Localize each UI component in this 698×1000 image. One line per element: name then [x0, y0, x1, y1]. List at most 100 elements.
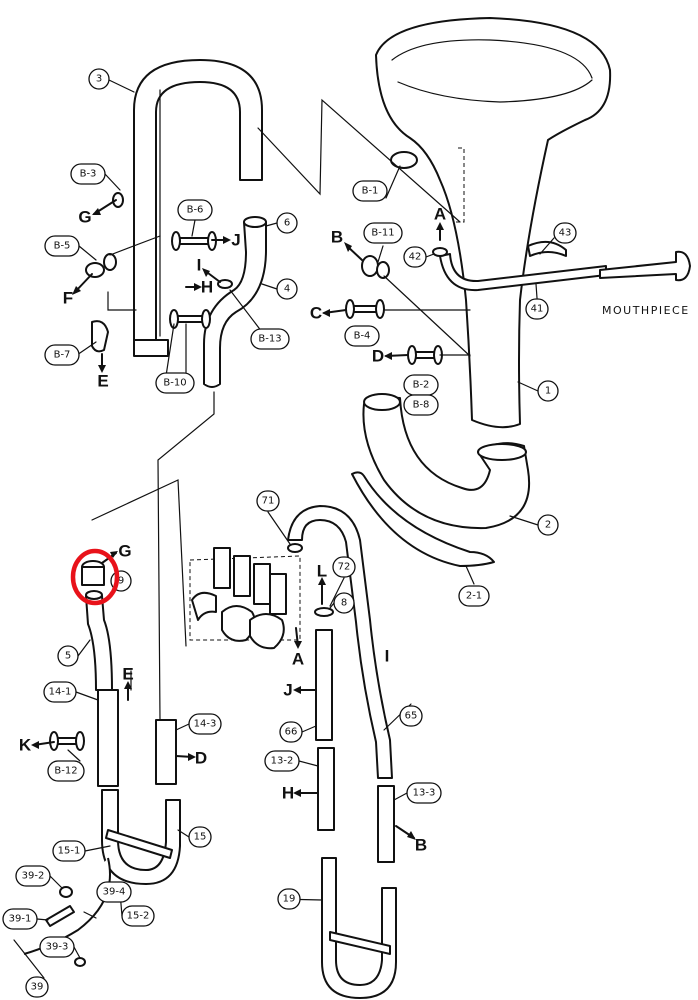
part-callout-text: 39-2 — [22, 871, 45, 882]
part-callout-bubble — [553, 222, 577, 244]
part-callouts: 3B-3B-66B-54B-13B-7B-10B-1B-11424341B-4B… — [2, 68, 577, 998]
part-callout-71: 71 — [256, 490, 280, 512]
connection-letter-k: K — [19, 736, 32, 755]
part-callout-text: 13-3 — [413, 788, 436, 799]
part-callout-13-3: 13-3 — [406, 782, 442, 804]
part-callout-text: 5 — [65, 651, 71, 662]
part-callout-39-2: 39-2 — [15, 865, 51, 887]
part-callout-text: 39-1 — [9, 914, 32, 925]
part-callout-bubble — [177, 199, 213, 221]
left-slide-part — [23, 560, 181, 955]
part-callout-6: 6 — [276, 212, 298, 234]
part-callout-bubble — [88, 68, 110, 90]
part-callout-bubble — [15, 865, 51, 887]
part-callout-text: 2-1 — [466, 591, 482, 602]
bell-part — [375, 17, 612, 429]
connection-letter-b: B — [331, 228, 343, 247]
connection-letter-h: H — [282, 784, 294, 803]
part-callout-text: 13-2 — [271, 756, 294, 767]
part-callout-text: 14-1 — [49, 687, 72, 698]
part-callout-15: 15 — [188, 826, 212, 848]
part-callout-15-2: 15-2 — [121, 905, 155, 927]
part-callout-text: 71 — [262, 496, 275, 507]
part-callout-15-1: 15-1 — [52, 840, 86, 862]
connection-letter-e: E — [97, 372, 108, 391]
part-callout-B-4: B-4 — [344, 325, 380, 347]
part-callout-bubble — [332, 556, 356, 578]
part-callout-bubble — [70, 163, 106, 185]
part-callout-text: 43 — [559, 228, 572, 239]
part-callout-bubble — [25, 976, 49, 998]
part-callout-bubble — [2, 908, 38, 930]
part-callout-bubble — [333, 592, 355, 614]
connection-letter-a: A — [292, 650, 304, 669]
part-callout-B-7: B-7 — [44, 344, 80, 366]
leader-lines — [13, 79, 555, 979]
part-callout-text: 15-1 — [58, 846, 81, 857]
part-callout-39: 39 — [25, 976, 49, 998]
connection-letter-j: J — [231, 231, 240, 250]
part-callout-bubble — [525, 298, 549, 320]
part-callout-text: 72 — [338, 562, 351, 573]
part-callout-65: 65 — [399, 705, 423, 727]
part-callout-bubble — [52, 840, 86, 862]
part-callout-5: 5 — [57, 645, 79, 667]
connection-letter-a: A — [434, 205, 446, 224]
part-callout-bubble — [352, 180, 388, 202]
part-callout-B-8: B-8 — [403, 394, 439, 416]
part-callout-bubble — [276, 212, 298, 234]
part-callout-bubble — [250, 328, 290, 350]
part-callout-text: 6 — [284, 218, 290, 229]
part-callout-bubble — [363, 222, 403, 244]
part-callout-text: 66 — [285, 727, 298, 738]
part-callout-3: 3 — [88, 68, 110, 90]
part-callout-text: 1 — [545, 386, 551, 397]
part-callout-text: B-11 — [371, 228, 394, 239]
part-callout-2: 2 — [537, 514, 559, 536]
part-callout-bubble — [276, 278, 298, 300]
connection-letter-c: C — [310, 304, 322, 323]
part-callout-B-1: B-1 — [352, 180, 388, 202]
part-callout-39-4: 39-4 — [96, 881, 132, 903]
part-callout-bubble — [537, 380, 559, 402]
part-callout-bubble — [264, 750, 300, 772]
highlight-circle — [70, 548, 120, 606]
part-callout-B-3: B-3 — [70, 163, 106, 185]
part-callout-bubble — [47, 760, 85, 782]
part-callout-bubble — [344, 325, 380, 347]
connection-letter-i: I — [385, 647, 390, 666]
part-callout-66: 66 — [279, 721, 303, 743]
part-callout-B-2: B-2 — [403, 374, 439, 396]
part-callout-text: 15-2 — [127, 911, 150, 922]
part-callout-bubble — [155, 372, 195, 394]
part-callout-2-1: 2-1 — [458, 585, 490, 607]
part-callout-text: 4 — [284, 284, 290, 295]
part-callout-text: 2 — [545, 520, 551, 531]
connection-letter-e: E — [122, 665, 133, 684]
connection-letter-h: H — [201, 278, 213, 297]
part-callout-8: 8 — [333, 592, 355, 614]
part-callout-text: B-2 — [413, 380, 430, 391]
part-callout-B-13: B-13 — [250, 328, 290, 350]
part-callout-text: 41 — [531, 304, 544, 315]
part-callout-39-3: 39-3 — [39, 936, 75, 958]
part-callout-text: 39-3 — [46, 942, 69, 953]
part-callout-text: 19 — [283, 894, 296, 905]
lower-slide-19-part — [321, 857, 397, 999]
part-callout-14-1: 14-1 — [43, 681, 77, 703]
connection-letter-d: D — [372, 347, 384, 366]
bell-bow-part — [351, 393, 531, 567]
part-callout-19: 19 — [277, 888, 301, 910]
part-callout-bubble — [121, 905, 155, 927]
part-callout-1: 1 — [537, 380, 559, 402]
connection-letter-g: G — [78, 208, 91, 227]
connection-letter-g: G — [118, 542, 131, 561]
part-callout-B-12: B-12 — [47, 760, 85, 782]
part-callout-bubble — [277, 888, 301, 910]
part-callout-text: 39-4 — [103, 887, 126, 898]
part-callout-B-5: B-5 — [44, 235, 80, 257]
part-callout-bubble — [537, 514, 559, 536]
part-callout-text: 15 — [194, 832, 207, 843]
part-callout-text: 3 — [96, 74, 102, 85]
